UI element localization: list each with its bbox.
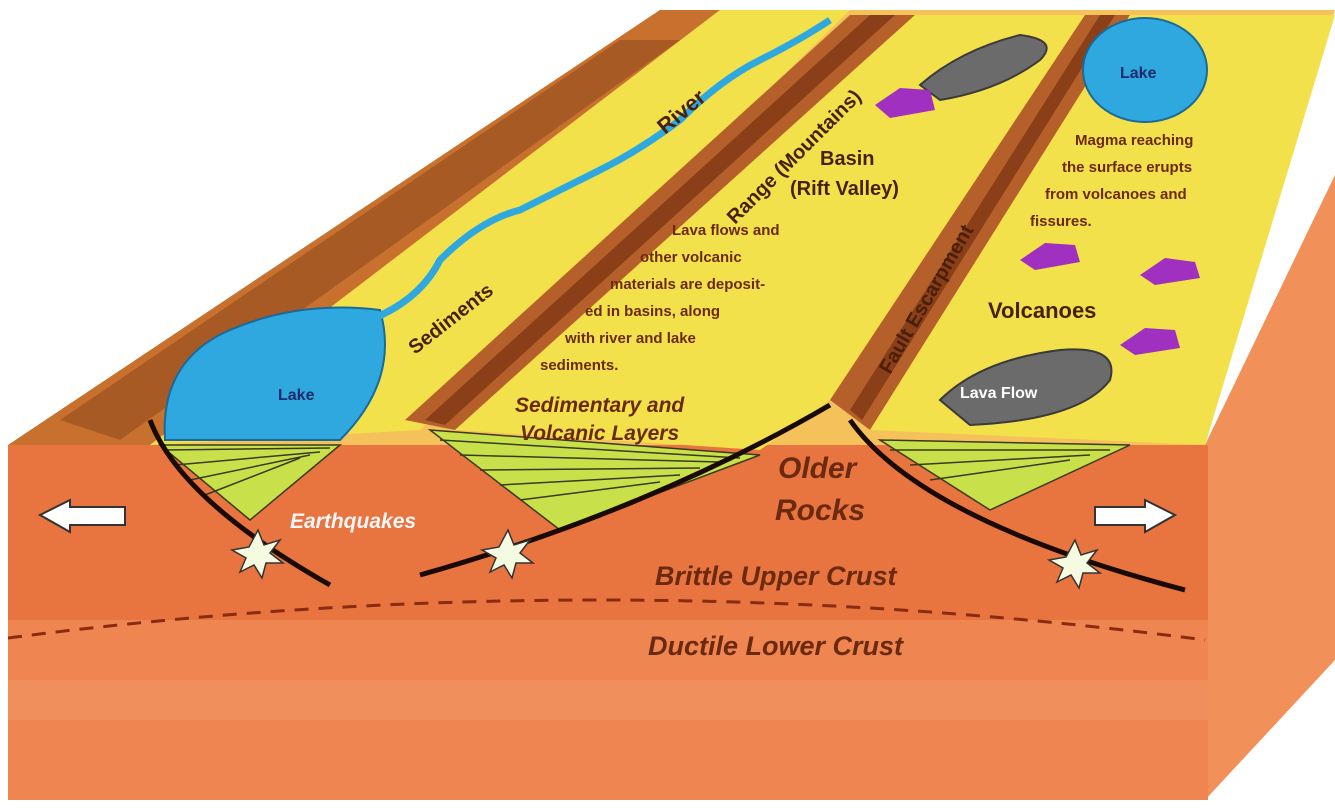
lava-text-1: Lava flows and <box>672 222 780 239</box>
magma-text-4: fissures. <box>1030 213 1092 230</box>
ductile-crust-label: Ductile Lower Crust <box>648 631 904 661</box>
lake-right-label: Lake <box>1120 65 1157 82</box>
earthquakes-label: Earthquakes <box>290 510 416 533</box>
older-rocks-label-2: Rocks <box>775 494 865 527</box>
magma-text-3: from volcanoes and <box>1045 186 1187 203</box>
lava-text-5: with river and lake <box>564 330 696 347</box>
magma-text-1: Magma reaching <box>1075 132 1193 149</box>
brittle-crust-label: Brittle Upper Crust <box>655 561 898 591</box>
lake-left-label: Lake <box>278 387 315 404</box>
magma-text-2: the surface erupts <box>1062 159 1192 176</box>
lava-text-3: materials are deposit- <box>610 276 765 293</box>
older-rocks-label-1: Older <box>778 452 859 485</box>
basin-label: Basin <box>820 148 874 170</box>
volcanoes-label: Volcanoes <box>988 298 1096 323</box>
sed-volc-label-1: Sedimentary and <box>515 394 685 417</box>
lava-text-6: sediments. <box>540 357 618 374</box>
sed-volc-label-2: Volcanic Layers <box>520 422 679 445</box>
lava-flow-label: Lava Flow <box>960 385 1038 402</box>
lava-text-2: other volcanic <box>640 249 742 266</box>
lower-crust-stripe <box>8 680 1208 720</box>
rift-valley-label: (Rift Valley) <box>790 178 899 200</box>
lava-text-4: ed in basins, along <box>585 303 720 320</box>
